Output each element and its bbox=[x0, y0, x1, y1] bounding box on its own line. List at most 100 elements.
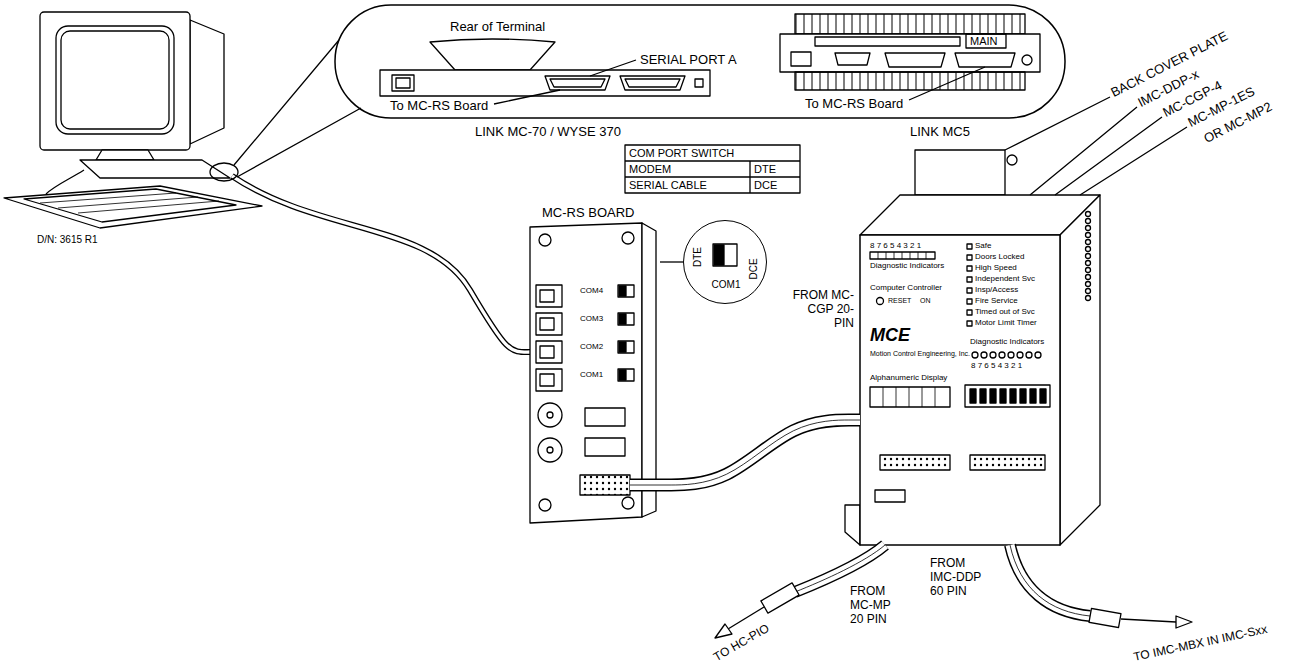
status-label: Doors Locked bbox=[975, 252, 1024, 262]
controller-housing bbox=[1086, 275, 1091, 280]
controller-housing bbox=[967, 288, 972, 293]
controller-housing bbox=[1010, 389, 1016, 403]
cable-label: TO IMC-MBX IN IMC-Sxx bbox=[1132, 622, 1268, 664]
mc-rs-board bbox=[538, 403, 562, 427]
terminal-rear-panel bbox=[430, 39, 555, 70]
terminal-rear-panel bbox=[392, 75, 414, 91]
controller-housing bbox=[970, 389, 976, 403]
ribbon-cable bbox=[1010, 545, 1090, 616]
controller-housing bbox=[967, 266, 972, 271]
computer-terminal bbox=[96, 150, 154, 160]
ribbon-cable bbox=[1121, 619, 1176, 622]
controller-housing bbox=[870, 387, 950, 407]
controller-housing bbox=[1086, 212, 1091, 217]
switch-detail bbox=[713, 244, 737, 266]
terminal-rear-panel bbox=[545, 76, 610, 90]
serial-cable bbox=[232, 176, 536, 352]
mc-rs-board bbox=[580, 475, 630, 495]
mc-rs-board bbox=[536, 313, 562, 335]
mc-rs-board bbox=[547, 412, 553, 418]
status-label: Safe bbox=[975, 241, 991, 251]
controller-housing bbox=[1040, 389, 1046, 403]
mc-rs-board bbox=[622, 497, 634, 509]
status-label: Timed out of Svc bbox=[975, 307, 1035, 317]
mc-rs-board bbox=[540, 290, 554, 302]
controller-housing bbox=[967, 310, 972, 315]
mc-rs-board bbox=[536, 285, 562, 307]
link-mc5-rear-panel bbox=[795, 14, 1025, 34]
mc-rs-board bbox=[585, 438, 625, 456]
controller-housing bbox=[860, 195, 1100, 235]
panel-label: Diagnostic Indicators bbox=[970, 337, 1044, 347]
ribbon-cable bbox=[1176, 616, 1192, 628]
ribbon-cable bbox=[1010, 545, 1090, 616]
table-cell: MODEM bbox=[629, 162, 746, 176]
controller-housing bbox=[1086, 268, 1091, 273]
terminal-rear-panel bbox=[625, 79, 680, 87]
controller-housing bbox=[967, 277, 972, 282]
controller-housing bbox=[875, 490, 905, 502]
table-cell: DTE bbox=[754, 162, 796, 176]
switch-table bbox=[625, 161, 800, 193]
port-label: COM1 bbox=[580, 370, 603, 380]
terminal-rear-panel bbox=[396, 78, 410, 88]
terminal-rear-view: Rear of TerminalSERIAL PORT ATo MC-RS Bo… bbox=[370, 18, 739, 142]
link-mc5-rear-panel bbox=[955, 53, 1015, 67]
terminal-rear-panel bbox=[494, 60, 636, 104]
mc-rs-board bbox=[585, 408, 625, 426]
switch-label: RESET bbox=[888, 296, 911, 305]
ribbon-cable bbox=[761, 583, 799, 613]
cable-label: TO HC-PIO bbox=[711, 621, 772, 664]
port-label: MAIN bbox=[970, 35, 998, 47]
card-leader-lines bbox=[1005, 97, 1187, 195]
controller-housing bbox=[878, 252, 926, 259]
leader-line bbox=[660, 261, 683, 262]
status-label: Insp/Access bbox=[975, 285, 1018, 295]
ribbon-cable bbox=[1010, 545, 1090, 616]
mc-rs-board bbox=[619, 342, 626, 352]
controller-housing bbox=[845, 150, 1100, 545]
serial-cable bbox=[232, 176, 536, 352]
cable-label: FROM MC-CGP 20-PIN bbox=[790, 288, 854, 330]
controller-housing bbox=[877, 298, 884, 305]
switch-detail bbox=[713, 244, 737, 266]
view-caption: LINK MC5 bbox=[910, 124, 970, 139]
mc-rs-board bbox=[618, 369, 634, 381]
controller-housing bbox=[1086, 219, 1091, 224]
controller-housing bbox=[1086, 289, 1091, 294]
mc-rs-board bbox=[630, 480, 660, 490]
computer-terminal bbox=[190, 20, 224, 144]
ribbon-cable bbox=[761, 583, 799, 613]
mc-rs-board bbox=[619, 314, 626, 324]
controller-housing bbox=[999, 352, 1005, 358]
indicator-numbers: 8 7 6 5 4 3 2 1 bbox=[971, 361, 1022, 371]
port-label: To MC-RS Board bbox=[390, 99, 488, 113]
controller-housing bbox=[1007, 155, 1017, 165]
controller-housing bbox=[1020, 389, 1026, 403]
callout-leader bbox=[210, 40, 361, 181]
mc-rs-board bbox=[536, 369, 562, 391]
computer-terminal bbox=[24, 189, 236, 222]
panel-label: Computer Controller bbox=[870, 283, 942, 293]
computer-terminal bbox=[40, 12, 190, 150]
computer-terminal bbox=[4, 186, 262, 228]
mc-rs-board bbox=[618, 313, 634, 325]
port-label: COM4 bbox=[580, 286, 603, 296]
controller-housing bbox=[972, 352, 978, 358]
ribbon-body bbox=[660, 420, 860, 485]
controller-housing bbox=[1086, 240, 1091, 245]
circuit-board: MC-RS BOARDCOM4COM3COM2COM1 bbox=[520, 205, 660, 525]
table-cell: DCE bbox=[754, 178, 796, 192]
mc-rs-board bbox=[540, 374, 554, 386]
switch-position: DTE bbox=[692, 242, 704, 272]
link-mc5-rear-panel bbox=[885, 53, 945, 67]
computer-terminal bbox=[80, 160, 230, 178]
controller-housing bbox=[1000, 389, 1006, 403]
ribbon-cable bbox=[715, 624, 732, 638]
controller-housing bbox=[981, 352, 987, 358]
switch-detail bbox=[714, 245, 724, 265]
mc-rs-board bbox=[536, 341, 562, 363]
port-label: COM3 bbox=[580, 314, 603, 324]
